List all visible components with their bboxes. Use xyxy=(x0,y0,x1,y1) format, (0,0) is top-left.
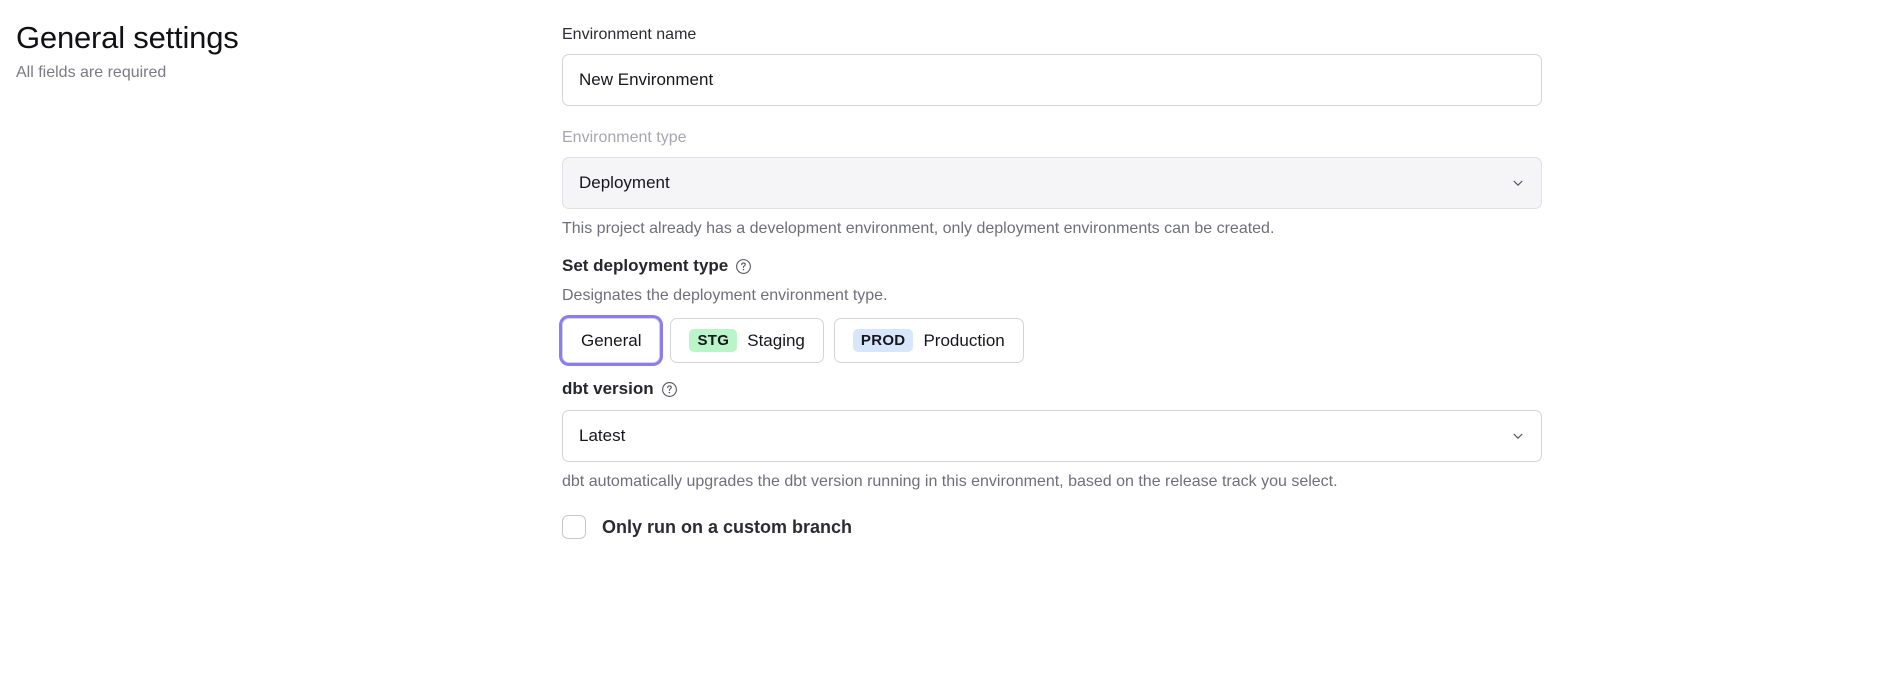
deployment-type-options: General STG Staging PROD Production xyxy=(562,318,1546,363)
dbt-version-label: dbt version xyxy=(562,379,654,398)
custom-branch-row: Only run on a custom branch xyxy=(562,515,1546,539)
production-badge: PROD xyxy=(852,329,914,352)
environment-type-label: Environment type xyxy=(562,129,687,146)
settings-form: Environment name New Environment Environ… xyxy=(562,24,1546,539)
environment-type-select[interactable]: Deployment xyxy=(562,157,1542,209)
environment-type-help-text: This project already has a development e… xyxy=(562,220,1275,237)
spacer xyxy=(562,106,1546,127)
deployment-type-option-general-label: General xyxy=(581,330,642,350)
dbt-version-group: dbt version Latest dbt aut xyxy=(562,377,1546,493)
question-circle-icon[interactable] xyxy=(661,381,678,398)
environment-name-value: New Environment xyxy=(579,70,714,89)
chevron-down-icon xyxy=(1511,176,1525,190)
deployment-type-heading-row: Set deployment type xyxy=(562,254,1546,278)
question-circle-icon[interactable] xyxy=(735,258,752,275)
deployment-type-option-staging[interactable]: STG Staging xyxy=(670,318,824,363)
page-title: General settings xyxy=(16,20,239,55)
deployment-type-option-staging-label: Staging xyxy=(747,330,805,350)
deployment-type-description: Designates the deployment environment ty… xyxy=(562,287,888,304)
dbt-version-value: Latest xyxy=(579,426,626,445)
spacer xyxy=(562,240,1546,254)
custom-branch-checkbox[interactable] xyxy=(562,515,586,539)
deployment-type-option-general[interactable]: General xyxy=(562,318,661,363)
dbt-version-select[interactable]: Latest xyxy=(562,410,1542,462)
dbt-version-heading-row: dbt version xyxy=(562,377,1546,401)
environment-type-field-group: Environment type Deployment This project… xyxy=(562,127,1546,240)
page-header: General settings All fields are required xyxy=(16,18,516,84)
environment-name-label: Environment name xyxy=(562,26,697,43)
page-subtitle: All fields are required xyxy=(16,64,167,81)
spacer xyxy=(562,363,1546,377)
deployment-type-option-production-label: Production xyxy=(923,330,1005,350)
chevron-down-icon xyxy=(1511,429,1525,443)
environment-name-field-group: Environment name New Environment xyxy=(562,24,1546,106)
deployment-type-option-production[interactable]: PROD Production xyxy=(833,318,1024,363)
dbt-version-help-text: dbt automatically upgrades the dbt versi… xyxy=(562,473,1338,490)
spacer xyxy=(562,401,1546,410)
deployment-type-group: Set deployment type Designates the deplo… xyxy=(562,254,1546,363)
environment-type-value: Deployment xyxy=(579,173,670,192)
deployment-type-heading: Set deployment type xyxy=(562,256,729,275)
custom-branch-label[interactable]: Only run on a custom branch xyxy=(602,517,853,537)
environment-name-input[interactable]: New Environment xyxy=(562,54,1542,106)
staging-badge: STG xyxy=(689,329,738,352)
